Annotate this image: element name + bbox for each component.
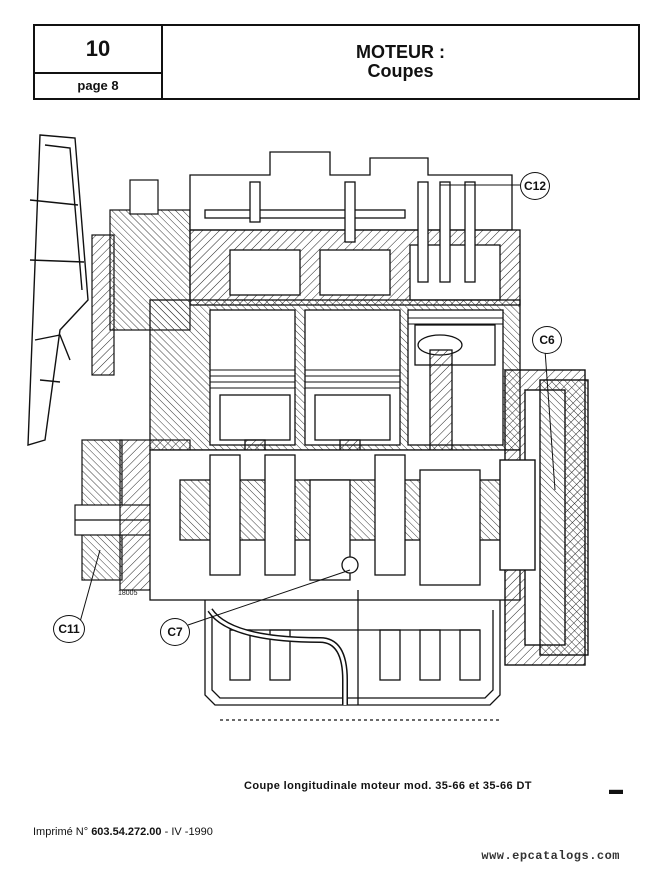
flywheel-icon <box>499 369 589 666</box>
page-label: page 8 <box>77 78 119 93</box>
printed-number: 603.54.272.00 <box>91 826 162 838</box>
page-title: MOTEUR : Coupes <box>163 26 638 81</box>
printed-prefix: Imprimé N° <box>33 826 89 838</box>
callout-c7: C7 <box>160 618 190 646</box>
title-line-2: Coupes <box>367 61 434 81</box>
printed-footer: Imprimé N° 603.54.272.00 - IV -1990 <box>33 826 213 838</box>
callout-c12-label: C12 <box>523 179 546 193</box>
caption-dash: ▬ <box>609 781 623 797</box>
title-line-1: MOTEUR : <box>356 42 445 62</box>
callout-leaders <box>79 184 556 626</box>
chapter-number: 10 <box>35 26 161 74</box>
oil-pan-icon <box>204 590 501 721</box>
figure-caption: Coupe longitudinale moteur mod. 35-66 et… <box>244 780 532 792</box>
fan-icon <box>27 134 89 446</box>
header-box: 10 page 8 MOTEUR : Coupes <box>33 24 640 100</box>
header-left-cell: 10 page 8 <box>35 26 163 98</box>
callout-c6: C6 <box>532 326 562 354</box>
callout-c12: C12 <box>520 172 550 200</box>
callout-c6-label: C6 <box>539 333 555 347</box>
watermark-link[interactable]: www.epcatalogs.com <box>481 849 620 863</box>
engine-block-icon <box>149 299 521 541</box>
crankshaft-icon <box>149 449 521 601</box>
callout-c11: C11 <box>53 615 85 643</box>
figure-ref-number: 18005 <box>118 590 138 597</box>
printed-suffix: - IV -1990 <box>164 826 213 838</box>
cylinder-head-icon <box>189 151 521 306</box>
callout-c11-label: C11 <box>58 622 80 636</box>
engine-section-drawing: 18005 <box>27 134 589 721</box>
callout-c7-label: C7 <box>167 625 183 639</box>
